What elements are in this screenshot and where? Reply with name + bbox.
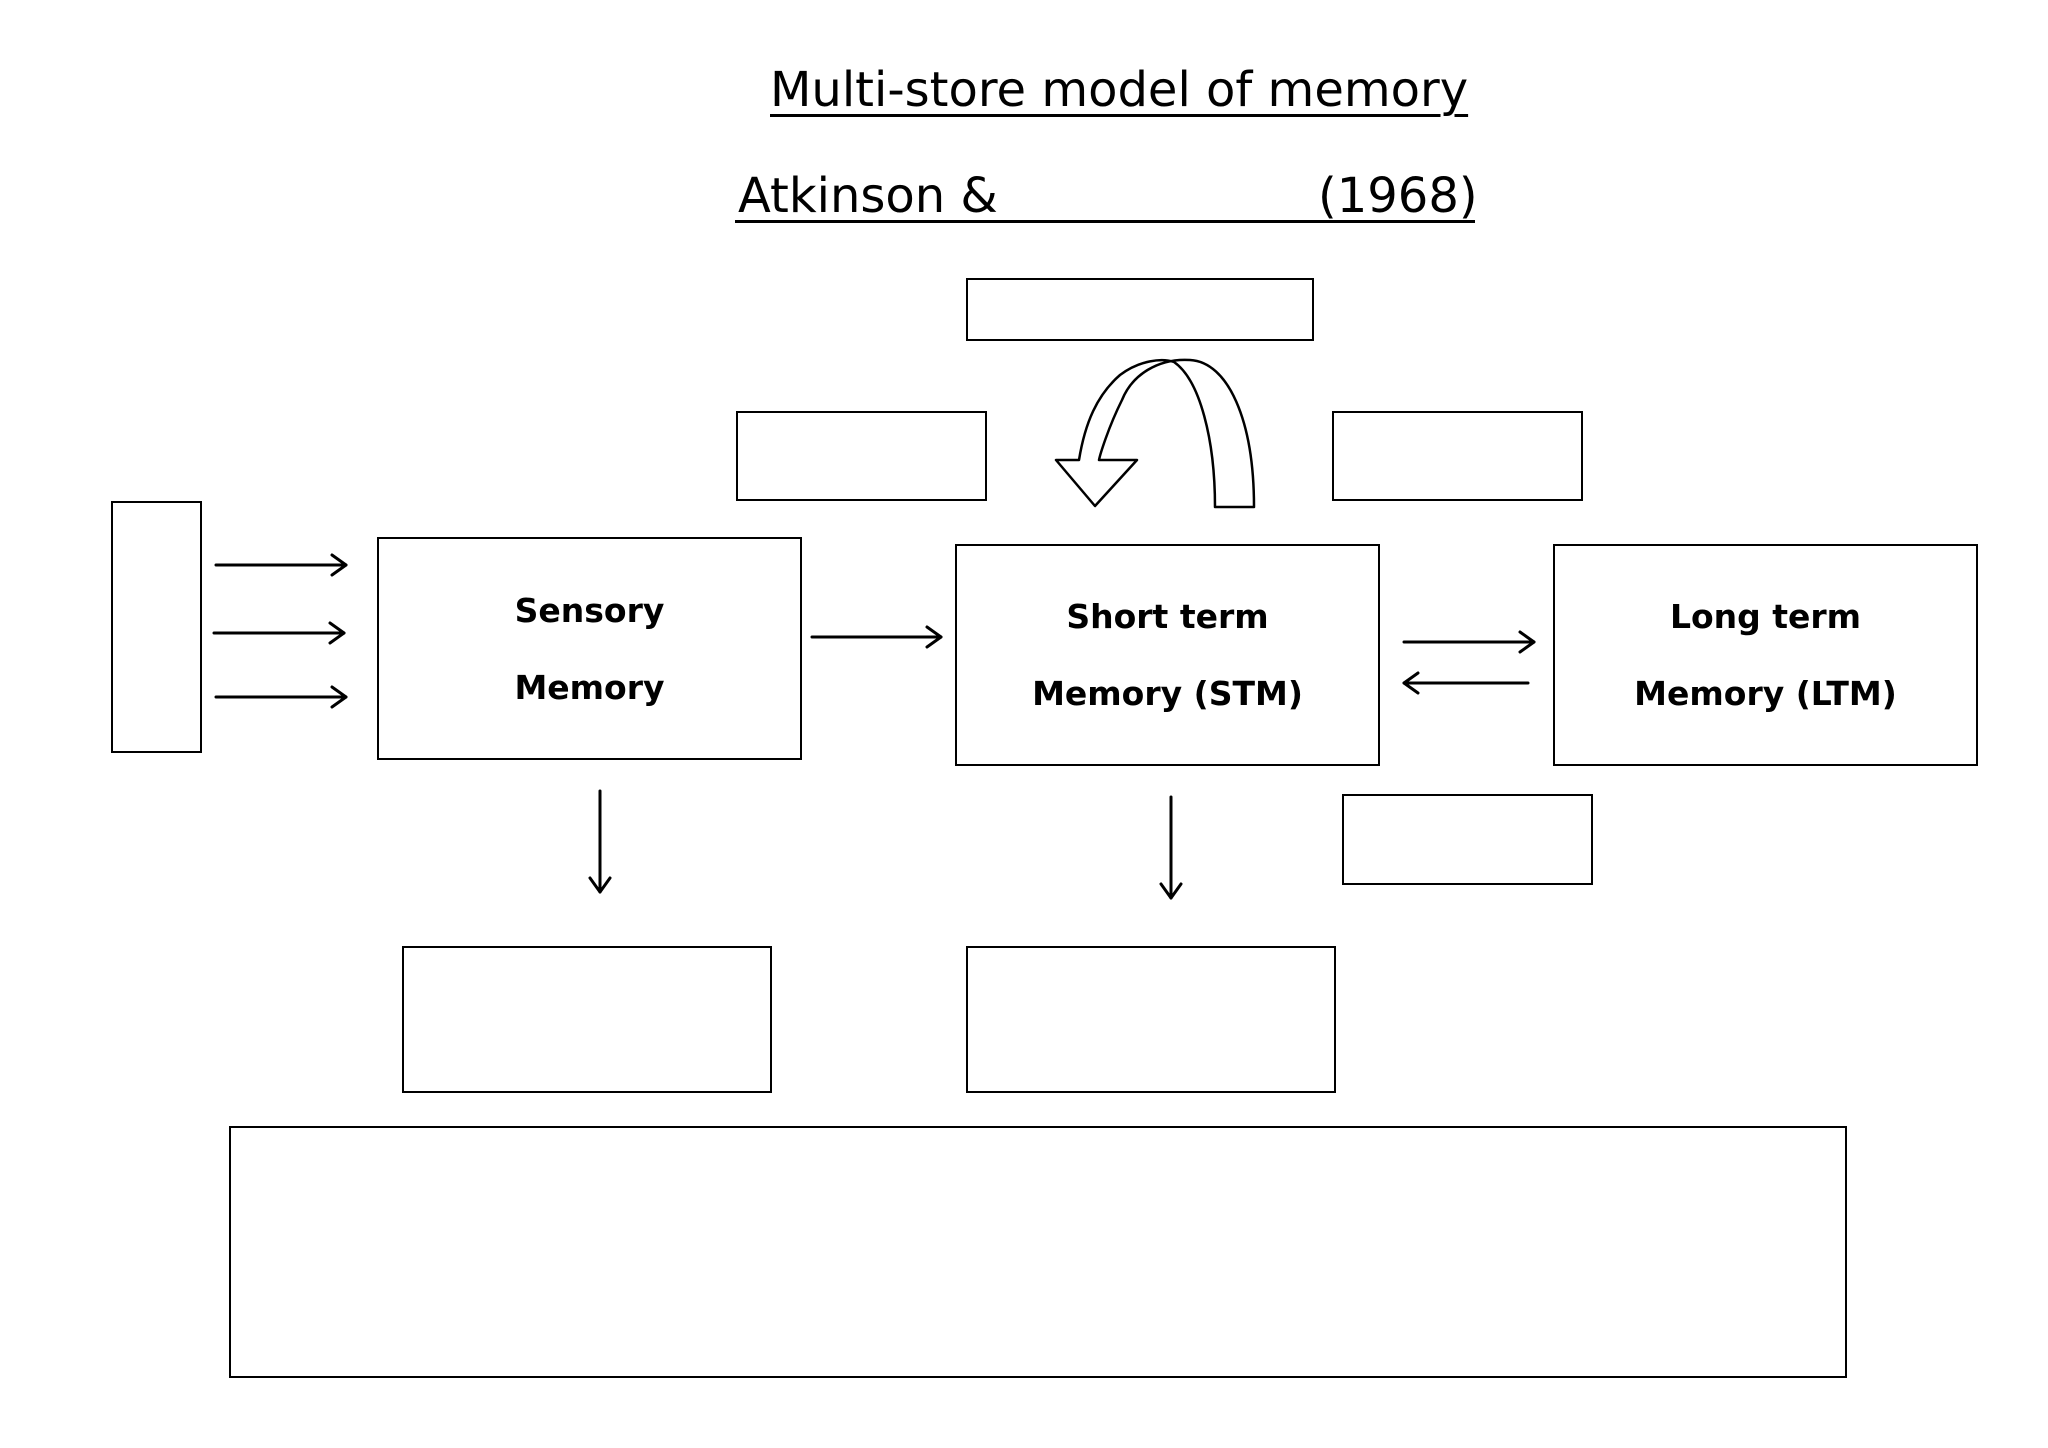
arrow-stm-to-ltm [1402, 630, 1536, 654]
sensory-memory-label-line2: Memory [514, 667, 665, 707]
blank-box-attention[interactable] [736, 411, 987, 501]
subtitle-authors: Atkinson & [738, 168, 998, 224]
blank-box-rehearsal[interactable] [966, 278, 1314, 341]
input-arrow-1 [214, 553, 348, 577]
arrow-ltm-to-stm [1402, 671, 1530, 695]
blank-box-sensory-forgetting[interactable] [402, 946, 772, 1093]
sensory-memory-box: Sensory Memory [377, 537, 802, 760]
arrow-sensory-down [588, 789, 612, 894]
arrow-sensory-to-stm [810, 625, 943, 649]
rehearsal-loop-arrow [1054, 358, 1256, 509]
diagram-title: Multi-store model of memory [770, 62, 1469, 118]
ltm-label-line2: Memory (LTM) [1634, 674, 1897, 713]
input-arrow-3 [214, 685, 348, 709]
blank-box-retrieval[interactable] [1332, 411, 1583, 501]
subtitle-underline-blank [735, 220, 1475, 223]
arrow-stm-down [1159, 795, 1183, 900]
stm-label-line1: Short term [1066, 597, 1269, 636]
blank-box-notes[interactable] [229, 1126, 1847, 1378]
blank-box-ltm-label[interactable] [1342, 794, 1593, 885]
sensory-memory-label-line1: Sensory [514, 590, 665, 630]
blank-box-input[interactable] [111, 501, 202, 753]
stm-box: Short term Memory (STM) [955, 544, 1380, 766]
ltm-label-line1: Long term [1669, 597, 1862, 636]
stm-label-line2: Memory (STM) [1032, 674, 1303, 713]
blank-box-stm-forgetting[interactable] [966, 946, 1336, 1093]
input-arrow-2 [212, 621, 346, 645]
ltm-box: Long term Memory (LTM) [1553, 544, 1978, 766]
subtitle-year: (1968) [1318, 168, 1478, 224]
